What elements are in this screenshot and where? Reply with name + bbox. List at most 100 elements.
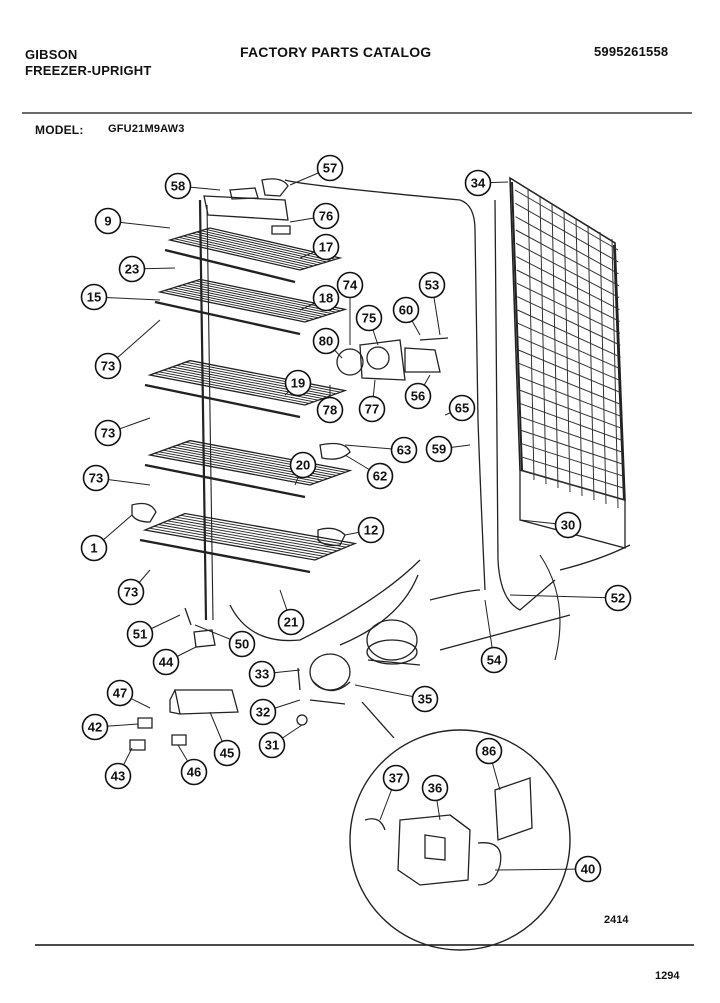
- wire-harness: [198, 199, 208, 621]
- part-callout: 19: [284, 369, 312, 397]
- callout-number: 50: [235, 637, 249, 652]
- callout-number: 9: [104, 214, 111, 229]
- callout-number: 12: [364, 523, 378, 538]
- callout-number: 37: [389, 771, 403, 786]
- part-callout: 20: [289, 451, 317, 486]
- callout-number: 19: [291, 376, 305, 391]
- part-callout: 21: [277, 589, 305, 636]
- callout-number: 58: [171, 179, 185, 194]
- catalog-part-number: 5995261558: [594, 44, 669, 59]
- parts-artwork: [129, 176, 631, 951]
- callout-number: 62: [373, 469, 387, 484]
- part-callout: 44: [152, 646, 197, 676]
- part-callout: 35: [354, 684, 439, 713]
- part-callout: 57: [289, 154, 344, 186]
- part-callout: 42: [81, 713, 139, 741]
- callout-number: 44: [159, 655, 174, 670]
- wire-shelf: [164, 227, 343, 284]
- part-callout: 12: [344, 516, 385, 544]
- part-callout: 73: [94, 417, 151, 447]
- part-callout: 80: [312, 327, 343, 359]
- part-callout: 33: [248, 660, 301, 688]
- figure-code: 2414: [604, 914, 629, 926]
- wire-shelf: [139, 512, 358, 574]
- callout-number: 53: [425, 278, 439, 293]
- callout-number: 65: [455, 401, 469, 416]
- callout-number: 32: [256, 705, 270, 720]
- model-label: MODEL:: [35, 123, 84, 137]
- part-callout: 63: [344, 436, 418, 464]
- lower-controls: [129, 607, 239, 751]
- part-callout: 58: [164, 172, 221, 200]
- part-callout: 1: [80, 514, 133, 562]
- part-callout: 32: [249, 698, 301, 726]
- part-callout: 65: [444, 394, 476, 422]
- callout-number: 60: [399, 303, 413, 318]
- wire-shelf: [144, 439, 353, 499]
- part-callout: 52: [509, 584, 632, 612]
- part-callout: 15: [80, 283, 161, 311]
- wire-shelf: [144, 359, 348, 419]
- callout-number: 31: [265, 738, 279, 753]
- detail-leader: [361, 701, 395, 739]
- part-callout: 9: [94, 207, 171, 235]
- callout-number: 43: [111, 769, 125, 784]
- part-callout: 50: [194, 624, 256, 658]
- part-callout: 46: [177, 744, 208, 786]
- callout-number: 57: [323, 161, 337, 176]
- callout-number: 51: [133, 627, 147, 642]
- part-callout: 86: [475, 737, 503, 791]
- part-callout: 23: [118, 255, 176, 283]
- callout-number: 76: [319, 209, 333, 224]
- suction-line: [284, 179, 486, 591]
- part-callout: 37: [379, 764, 410, 821]
- part-callout: 40: [494, 855, 602, 883]
- callout-number: 45: [220, 746, 234, 761]
- callout-number: 80: [319, 334, 333, 349]
- callout-number: 77: [365, 402, 379, 417]
- callout-number: 33: [255, 667, 269, 682]
- detail-parts: [364, 777, 533, 886]
- callout-number: 42: [88, 720, 102, 735]
- part-callout: 73: [82, 464, 151, 492]
- callout-number: 63: [397, 443, 411, 458]
- part-callout: 18: [299, 284, 340, 312]
- brand-name: GIBSON: [25, 47, 78, 62]
- page-code: 1294: [655, 970, 680, 982]
- callout-number: 1: [90, 541, 97, 556]
- callout-number: 74: [343, 278, 358, 293]
- part-callout: 45: [209, 711, 241, 767]
- callout-number: 56: [411, 389, 425, 404]
- callout-number: 40: [581, 862, 595, 877]
- part-callout: 43: [104, 747, 133, 790]
- callout-number: 17: [319, 240, 333, 255]
- callout-number: 52: [611, 591, 625, 606]
- part-callout: 31: [258, 724, 303, 759]
- part-callout: 30: [519, 511, 582, 539]
- compressor-outline: [366, 619, 421, 666]
- callout-number: 20: [296, 458, 310, 473]
- part-callout: 62: [344, 454, 394, 490]
- part-callout: 77: [358, 379, 386, 423]
- part-callout: 76: [289, 202, 340, 230]
- part-callout: 74: [336, 271, 364, 345]
- part-callout: 73: [94, 319, 161, 380]
- callout-number: 73: [101, 359, 115, 374]
- part-callout: 34: [464, 169, 509, 197]
- callout-number: 59: [432, 442, 446, 457]
- catalog-title: FACTORY PARTS CATALOG: [240, 44, 432, 60]
- callout-number: 36: [428, 781, 442, 796]
- control-housing: [203, 178, 291, 235]
- product-type: FREEZER-UPRIGHT: [25, 63, 152, 78]
- callout-number: 86: [482, 744, 496, 759]
- callout-number: 54: [487, 653, 502, 668]
- fan-motor: [336, 337, 449, 381]
- callout-number: 34: [471, 176, 486, 191]
- callout-number: 73: [124, 585, 138, 600]
- part-callout: 47: [106, 679, 151, 709]
- part-callout: 54: [480, 599, 508, 674]
- defrost-part: [319, 442, 351, 460]
- callout-number: 23: [125, 262, 139, 277]
